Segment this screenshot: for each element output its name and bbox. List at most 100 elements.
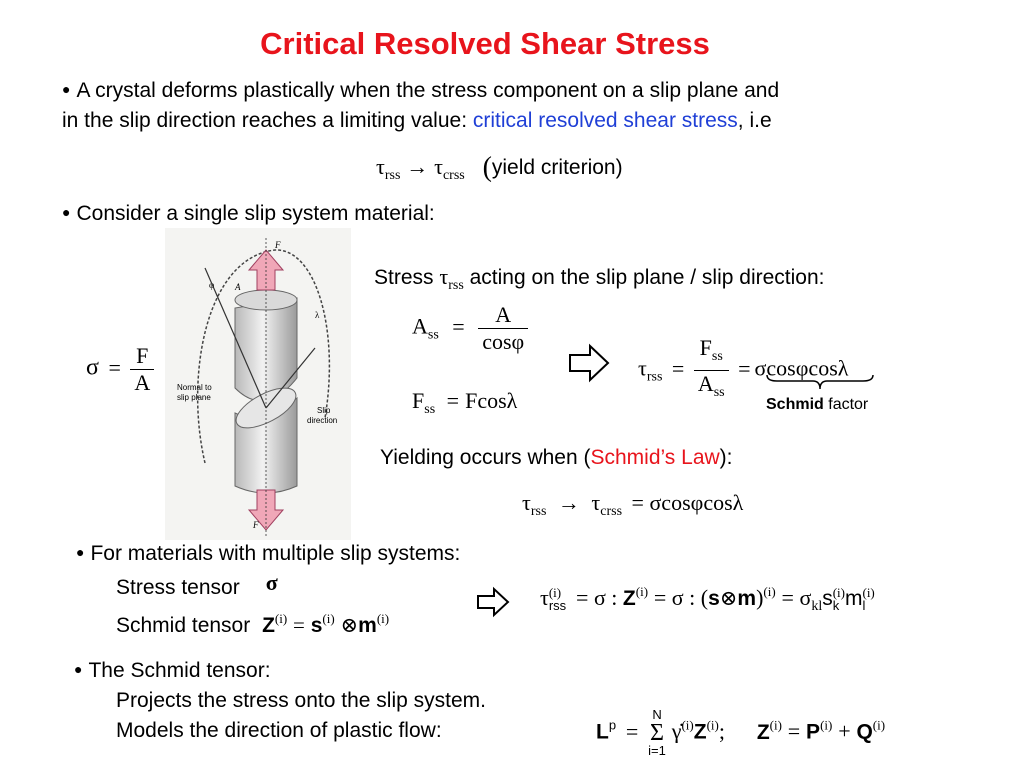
bullet-1: ● A crystal deforms plastically when the … bbox=[62, 76, 779, 107]
tau-i-equation: τ(i)rss = σ : Z(i) = σ : (s⊗m)(i) = σkls… bbox=[540, 584, 875, 615]
arrow-icon: → bbox=[557, 490, 580, 515]
equals-sign: = bbox=[293, 613, 305, 637]
bullet-dot-icon: ● bbox=[62, 204, 71, 220]
tau-scripts: (i)rss bbox=[549, 586, 566, 612]
sum-upper: N bbox=[652, 707, 662, 722]
bullet-dot-icon: ● bbox=[74, 661, 83, 677]
label-slip-2: direction bbox=[307, 416, 337, 425]
bullet-1-line-2: in the slip direction reaches a limiting… bbox=[62, 106, 772, 136]
tau-symbol: τ bbox=[434, 154, 443, 179]
fraction: A cosφ bbox=[478, 302, 529, 355]
stress-caption-suffix: acting on the slip plane / slip directio… bbox=[463, 266, 825, 289]
eq-part-2: = σ : ( bbox=[653, 585, 709, 610]
schmid-product: σcosφcosλ bbox=[754, 355, 849, 381]
gamma-dot-symbol: γ̇ bbox=[671, 718, 682, 744]
paren-open: ( bbox=[482, 152, 492, 183]
Z-symbol: Z bbox=[756, 720, 770, 744]
P-symbol: P bbox=[806, 720, 821, 744]
m-symbol: m bbox=[358, 614, 377, 637]
tau-symbol: τ bbox=[376, 154, 385, 179]
eq-part-1: = σ : bbox=[576, 585, 623, 610]
tau-symbol: τ bbox=[638, 355, 647, 381]
cylinder-diagram: F A φ λ Normal to slip plane Slip direct… bbox=[177, 238, 337, 538]
s-symbol: s bbox=[310, 614, 323, 637]
equals-sign: = bbox=[787, 718, 801, 744]
denominator: Ass bbox=[694, 371, 729, 406]
tau-sub: crss bbox=[442, 168, 465, 183]
bullet-1-prefix: in the slip direction reaches a limiting… bbox=[62, 109, 473, 132]
yield-criterion: τrss → τcrss (yield criterion) bbox=[376, 150, 623, 184]
fraction: Fss Ass bbox=[693, 335, 729, 406]
sigma-bold-symbol: σ bbox=[265, 570, 278, 595]
tau-sub: rss bbox=[448, 278, 464, 293]
bullet-4-line-1: Projects the stress onto the slip system… bbox=[116, 689, 486, 712]
s-component: s bbox=[822, 587, 833, 610]
tau-symbol: τ bbox=[540, 585, 549, 610]
tau-sub: rss bbox=[646, 369, 663, 385]
bullet-dot-icon: ● bbox=[76, 544, 85, 560]
schmid-tensor-line: Schmid tensor Z(i) = s(i) ⊗m(i) bbox=[116, 604, 389, 641]
den-sub: ss bbox=[713, 385, 725, 400]
implies-arrow-icon bbox=[476, 586, 510, 623]
force-sub: ss bbox=[424, 402, 436, 417]
numerator: A bbox=[478, 302, 529, 329]
stress-tensor-label: Stress tensor bbox=[116, 576, 240, 599]
label-slip: Slip bbox=[317, 406, 331, 415]
arrow-icon: → bbox=[406, 154, 429, 179]
semicolon: ; bbox=[718, 718, 725, 744]
equals-sign: = bbox=[671, 355, 685, 381]
schmid-law-equation: τrss → τcrss = σcosφcosλ bbox=[522, 490, 743, 520]
Z-symbol: Z bbox=[622, 587, 636, 610]
tau-rss-equation: τrss = Fss Ass =σcosφcosλ bbox=[638, 335, 848, 406]
otimes-icon: ⊗ bbox=[340, 613, 359, 637]
fraction: F A bbox=[130, 343, 155, 396]
tau-sub: crss bbox=[600, 504, 623, 519]
yield-criterion-note: yield criterion bbox=[491, 156, 616, 179]
stress-caption-prefix: Stress bbox=[374, 266, 440, 289]
bullet-dot-icon: ● bbox=[62, 81, 71, 97]
label-lambda: λ bbox=[315, 310, 320, 320]
Q-superscript: (i) bbox=[872, 717, 886, 733]
s-sub: k bbox=[832, 598, 840, 614]
numerator: Fss bbox=[693, 335, 729, 371]
yielding-prefix: Yielding occurs when ( bbox=[380, 446, 591, 469]
schmid-factor-label: Schmid factor bbox=[766, 396, 868, 414]
sigma-equation: σ = F A bbox=[86, 343, 155, 396]
label-F-bottom: F bbox=[252, 520, 259, 530]
bullet-4-line-2: Models the direction of plastic flow: bbox=[116, 719, 442, 742]
Z-superscript: (i) bbox=[635, 584, 649, 599]
m-component: m bbox=[844, 587, 863, 610]
label-phi: φ bbox=[209, 280, 214, 290]
numerator: F bbox=[130, 343, 155, 370]
schmid-tensor-formula: Z(i) = s(i) ⊗m(i) bbox=[262, 611, 389, 637]
L-superscript: p bbox=[608, 717, 617, 733]
label-normal-2: slip plane bbox=[177, 393, 211, 402]
num-symbol: F bbox=[699, 335, 712, 360]
force-symbol: F bbox=[412, 388, 425, 413]
implies-arrow-icon bbox=[568, 343, 610, 388]
bullet-3: ●For materials with multiple slip system… bbox=[76, 539, 460, 570]
angle-arc bbox=[196, 249, 331, 464]
m-sup: (i) bbox=[862, 585, 875, 601]
eq-part-4: = σ bbox=[781, 585, 812, 610]
Z-superscript: (i) bbox=[274, 611, 288, 626]
schmid-law-highlight: Schmid’s Law bbox=[590, 446, 720, 469]
tau-symbol: τ bbox=[439, 264, 449, 289]
slip-system-figure: F A φ λ Normal to slip plane Slip direct… bbox=[165, 228, 351, 540]
tau-symbol: τ bbox=[522, 490, 531, 515]
s-symbol: s bbox=[708, 587, 720, 610]
bullet-1-line-1: A crystal deforms plastically when the s… bbox=[76, 79, 780, 102]
underbrace-icon bbox=[765, 373, 875, 396]
den-symbol: A bbox=[697, 371, 714, 396]
yielding-suffix: ): bbox=[719, 446, 733, 469]
equals-sign: = bbox=[108, 354, 121, 380]
Q-symbol: Q bbox=[856, 720, 873, 744]
P-superscript: (i) bbox=[820, 717, 833, 733]
stress-tensor-line: Stress tensor σ bbox=[116, 570, 278, 603]
bullet-2-text: Consider a single slip system material: bbox=[76, 202, 435, 225]
yielding-line: Yielding occurs when (Schmid’s Law): bbox=[380, 443, 733, 473]
area-symbol: A bbox=[412, 313, 428, 339]
Z-symbol: Z bbox=[262, 614, 275, 637]
m-sub: l bbox=[862, 598, 866, 614]
force-equation: Fss =Fcosλ bbox=[412, 388, 517, 418]
